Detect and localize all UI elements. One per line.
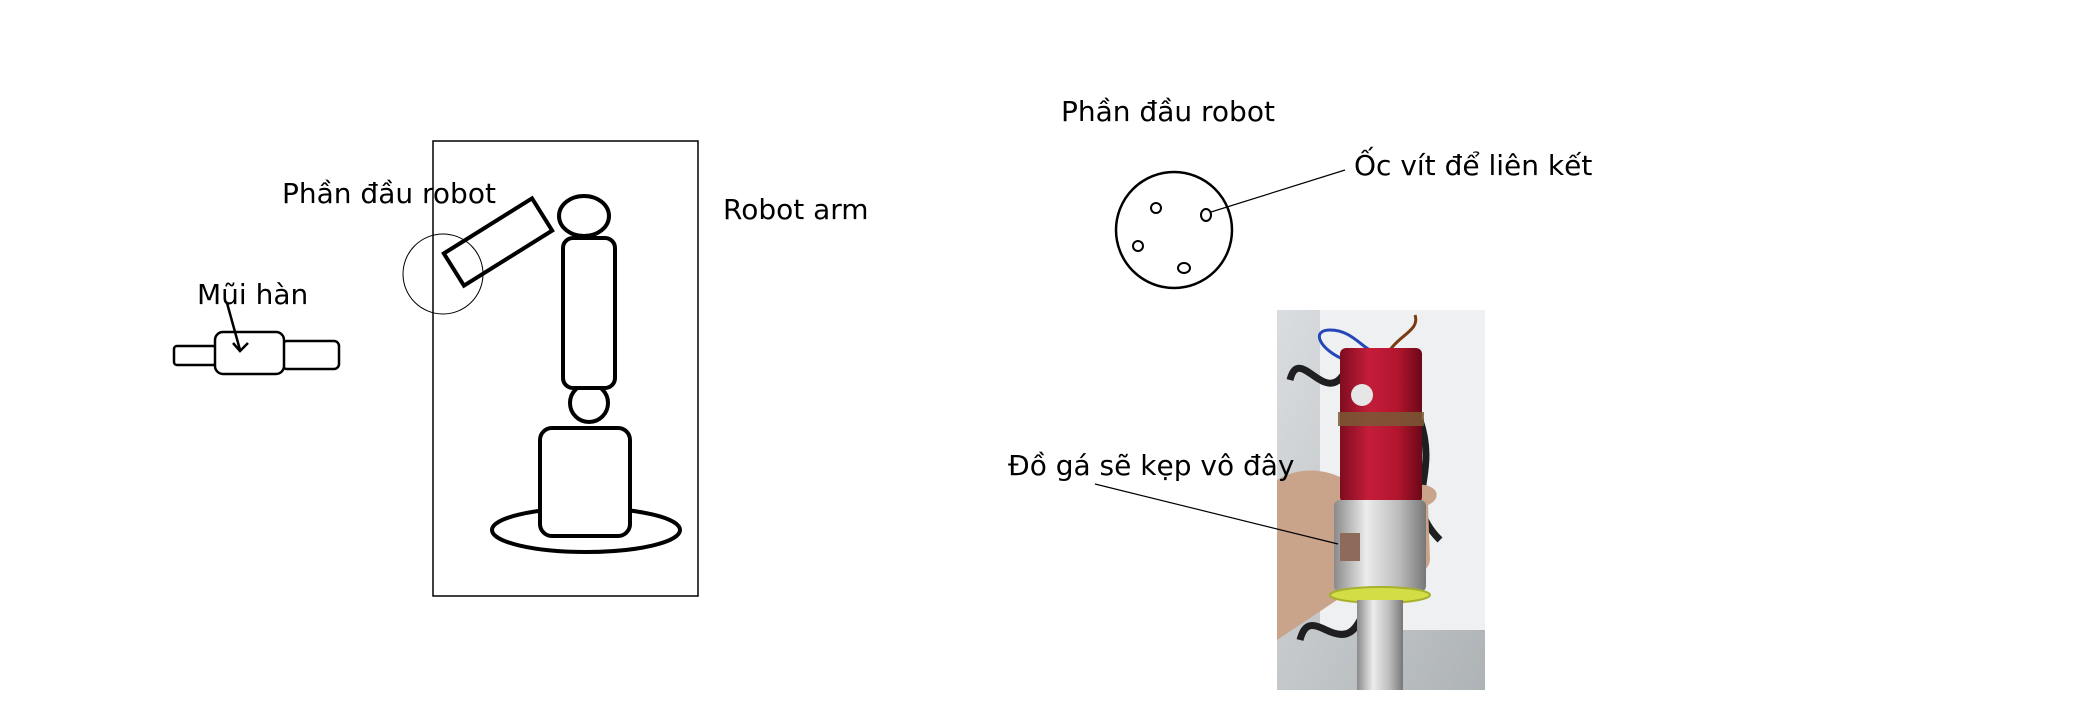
welding-tip-right [280, 339, 341, 371]
flange-hole-2 [1200, 208, 1212, 222]
robot-body [538, 426, 632, 538]
photo-brown-wire [1388, 314, 1418, 351]
robot-upper-joint [557, 194, 611, 238]
robot-arm-frame [432, 140, 699, 597]
label-screws: Ốc vít để liên kết [1354, 145, 1592, 182]
photo-silver-sleeve [1334, 500, 1426, 592]
photo-clamp-mark [1340, 533, 1360, 561]
robot-upper-arm [561, 236, 617, 390]
fixture-leader-line [1094, 483, 1339, 545]
welding-tip-center [213, 330, 286, 376]
tool-photo [1277, 310, 1485, 690]
flange-disc [1114, 170, 1234, 290]
label-robot-arm: Robot arm [723, 193, 869, 226]
photo-glue-blob [1351, 384, 1373, 406]
photo-shaft [1357, 600, 1403, 690]
flange-hole-4 [1177, 262, 1191, 274]
welding-tip-left [172, 344, 218, 367]
robot-forearm [441, 195, 555, 289]
screw-leader-line [1210, 169, 1346, 213]
label-tip: Mũi hàn [197, 278, 308, 311]
label-head-right: Phần đầu robot [1061, 95, 1275, 128]
photo-tape-band [1338, 412, 1424, 426]
label-fixture: Đồ gá sẽ kẹp vô đây [1008, 449, 1295, 482]
robot-head-highlight [402, 233, 484, 315]
flange-hole-3 [1132, 240, 1144, 252]
flange-hole-1 [1150, 202, 1162, 214]
label-head-left: Phần đầu robot [282, 177, 496, 210]
photo-blue-wire [1317, 328, 1371, 362]
welding-tip-arrow [225, 302, 249, 353]
